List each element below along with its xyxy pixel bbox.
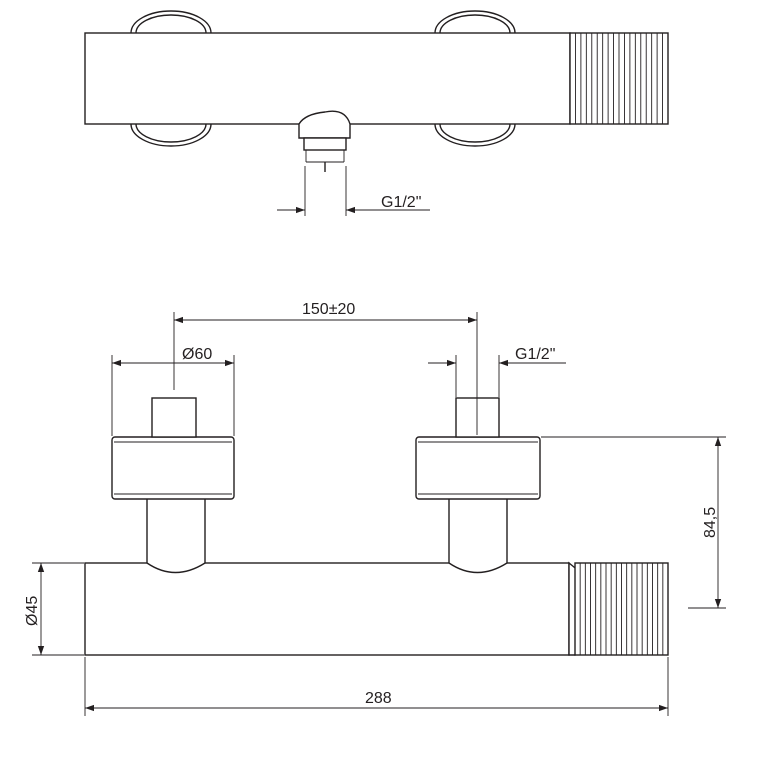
top-left-knob [130,10,212,147]
top-right-knob [434,10,516,147]
top-body [84,32,571,125]
top-ribbed-handle [569,32,669,125]
front-view: 150±20 Ø60 G1/2" 84,5 [24,301,726,716]
body-diameter-label: Ø45 [24,596,41,626]
front-body [84,562,570,656]
front-right-inlet [415,397,541,574]
front-ribbed-handle [568,561,669,656]
centers-label: 150±20 [302,301,355,318]
front-left-inlet [111,397,235,574]
knob-diameter-dimension: Ø60 [111,346,235,436]
top-outlet [298,110,351,172]
top-thread-dimension: G1/2" [277,166,430,216]
length-label: 288 [365,690,392,707]
knob-diameter-label: Ø60 [182,346,212,363]
top-thread-label: G1/2" [381,194,421,211]
inlet-thread-dimension: G1/2" [428,346,566,397]
body-diameter-dimension: Ø45 [24,562,84,656]
length-dimension: 288 [84,657,669,716]
height-dimension: 84,5 [541,436,726,609]
top-view: G1/2" [84,10,669,216]
height-label: 84,5 [702,507,719,538]
centers-dimension: 150±20 [173,301,478,435]
inlet-thread-label: G1/2" [515,346,555,363]
